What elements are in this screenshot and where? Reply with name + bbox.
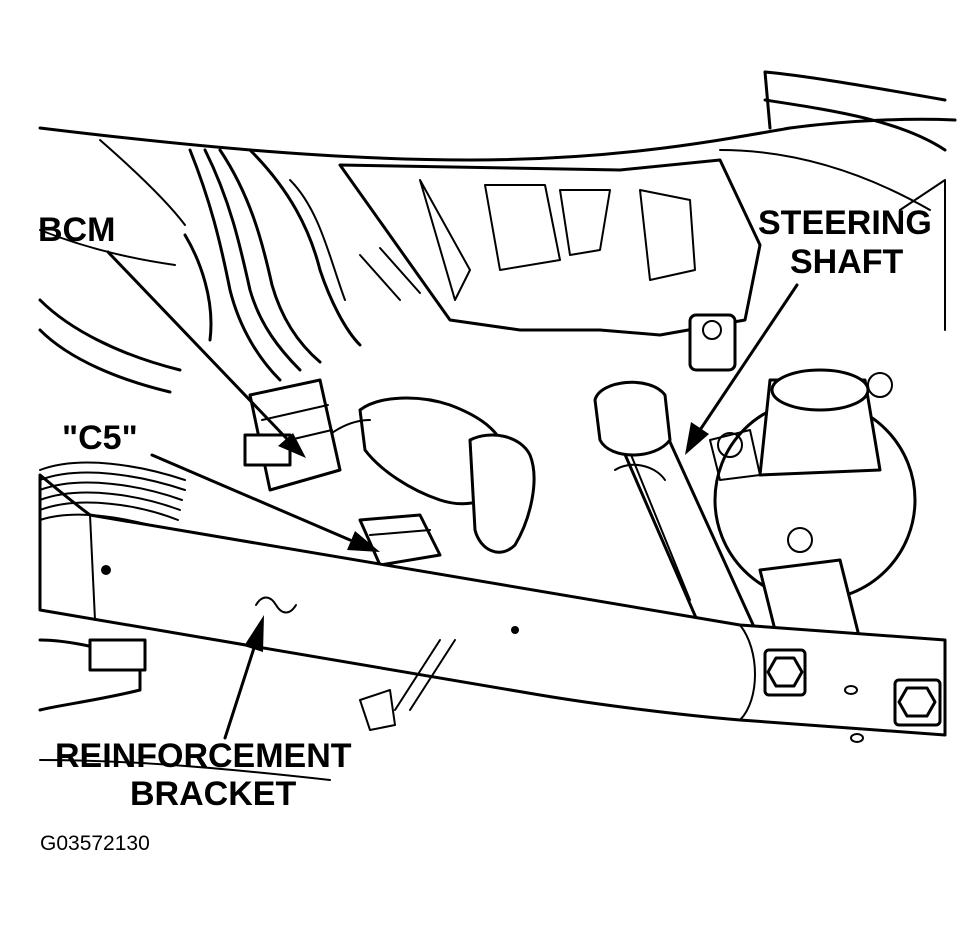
reinforcement-bracket-beam [38,473,947,743]
figure-id: G03572130 [40,832,150,855]
bcm-arrowhead [278,433,306,458]
reinforcement-bracket-label-line2: BRACKET [130,775,297,813]
column-bracket [338,158,762,372]
c5-connector [358,513,442,567]
reinforcement-bracket-label-line1: REINFORCEMENT [55,737,352,775]
dash-panel [38,70,957,331]
bcm-module [243,378,342,492]
left-trim [38,139,186,394]
pedal-pivot [709,368,917,652]
steering-shaft-label-line1: STEERING [758,204,932,242]
bcm-label: BCM [38,211,116,249]
reinforcement-arrowhead [244,615,264,652]
c5-label: "C5" [62,419,138,457]
c5-arrowhead [347,531,380,552]
wiring-harness [183,148,536,554]
lower-left-wires [39,461,186,526]
steering-arrowhead [685,422,709,455]
steering-shaft-label-line2: SHAFT [790,243,904,281]
lower-panel [38,638,456,781]
leader-lines [106,250,799,740]
